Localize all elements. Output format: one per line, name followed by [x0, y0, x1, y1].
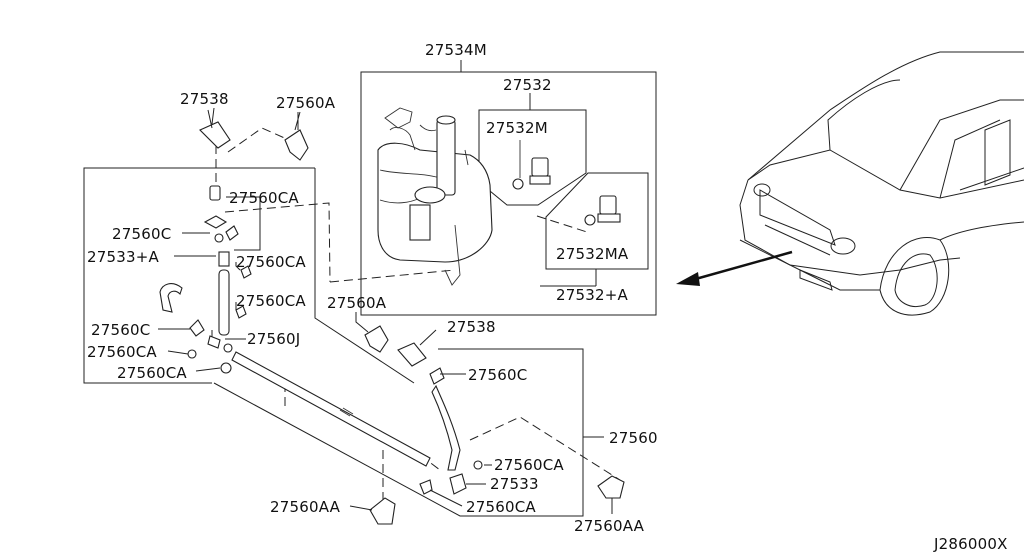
- label-27533-plus-a: 27533+A: [87, 248, 159, 266]
- frame-27534m-box: [360, 60, 657, 316]
- label-27533: 27533: [490, 475, 539, 493]
- pointer-arrow-icon: [676, 250, 793, 286]
- label-27560aa-1: 27560AA: [270, 498, 341, 516]
- label-27538-top: 27538: [180, 90, 229, 108]
- label-27560c-3: 27560C: [468, 366, 527, 384]
- washer-tank-icon: [377, 107, 493, 286]
- label-27560c-2: 27560C: [91, 321, 150, 339]
- frame-left-box: [83, 167, 415, 384]
- label-27560a-top: 27560A: [276, 94, 336, 112]
- frame-27532-subbox: [478, 93, 587, 206]
- leader-lines: [158, 107, 596, 511]
- label-27538-mid: 27538: [447, 318, 496, 336]
- frame-27532ma-subbox: [545, 172, 649, 286]
- label-27532-plus-a: 27532+A: [556, 286, 628, 304]
- label-27560c-1: 27560C: [112, 225, 171, 243]
- label-27560ca-3: 27560CA: [236, 292, 306, 310]
- label-27532: 27532: [503, 76, 552, 94]
- vehicle-icon: [739, 51, 1024, 316]
- hose-right-assembly-icon: [419, 367, 483, 495]
- clip-27560a-mid-icon: [364, 325, 389, 353]
- diagram-code: J286000X: [933, 535, 1008, 553]
- hose-left-assembly-icon: [159, 185, 252, 374]
- label-27560a-mid: 27560A: [327, 294, 387, 312]
- label-27532ma: 27532MA: [556, 245, 629, 263]
- label-27560ca-4: 27560CA: [87, 343, 157, 361]
- clip-27560aa-right-icon: [597, 475, 625, 514]
- label-27560: 27560: [609, 429, 658, 447]
- label-27560ca-6: 27560CA: [494, 456, 564, 474]
- long-hose-icon: [231, 351, 431, 467]
- frame-right-box: [213, 348, 604, 517]
- pump-27532ma-icon: [584, 195, 621, 226]
- label-27560j: 27560J: [247, 330, 300, 348]
- nozzle-27538-mid-icon: [397, 329, 437, 367]
- label-27560ca-5: 27560CA: [117, 364, 187, 382]
- label-27560ca-7: 27560CA: [466, 498, 536, 516]
- part-labels: 27534M 27532 27532M 27532MA 27532+A 2753…: [87, 41, 1008, 553]
- label-27560aa-2: 27560AA: [574, 517, 645, 535]
- label-27534m: 27534M: [425, 41, 487, 59]
- pump-27532m-icon: [512, 140, 551, 190]
- clip-27560aa-left-icon: [369, 497, 396, 525]
- clip-27560a-top-icon: [284, 112, 309, 161]
- label-27560ca-1: 27560CA: [229, 189, 299, 207]
- label-27532m: 27532M: [486, 119, 548, 137]
- label-27560ca-2: 27560CA: [236, 253, 306, 271]
- nozzle-27538-top-icon: [199, 109, 231, 149]
